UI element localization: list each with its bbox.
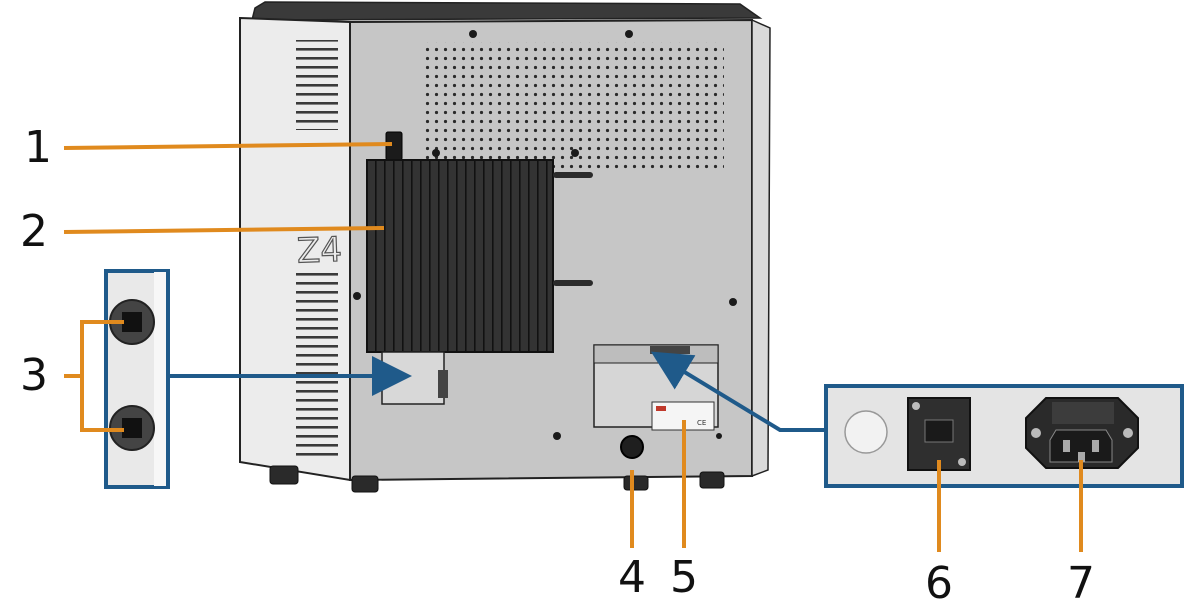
power-inlet-screw-right (1123, 428, 1133, 438)
callout-2: 2 (20, 206, 48, 257)
callout-7: 7 (1067, 558, 1095, 609)
side-model-mark: Z4 (296, 230, 342, 272)
leader-2 (63, 226, 385, 234)
power-inlet-pin-left (1063, 440, 1070, 452)
device-rear-view: Z4 (239, 1, 771, 493)
ethernet-socket (924, 419, 954, 443)
rating-label-ce-mark: CE (697, 419, 706, 427)
antenna-upper (553, 172, 593, 178)
power-inlet-screw-left (1031, 428, 1041, 438)
network-port-lower-socket (122, 418, 142, 438)
device-top-lid (251, 1, 763, 21)
side-vent-lower (296, 270, 338, 460)
device-right-edge (751, 18, 771, 478)
callout-4: 4 (618, 552, 646, 603)
device-feet (269, 465, 725, 493)
ethernet-screw-top (912, 402, 920, 410)
callout-6: 6 (925, 558, 953, 609)
connector-panel-plug (650, 346, 690, 354)
blank-plug (844, 410, 888, 454)
power-inlet-socket (1049, 429, 1113, 463)
side-vent-upper (296, 40, 338, 130)
round-connector (620, 435, 644, 459)
detail-left-edge (154, 272, 166, 486)
network-port-upper-socket (122, 312, 142, 332)
power-inlet-pin-right (1092, 440, 1099, 452)
detail-right-arrow (650, 351, 826, 432)
antenna-lower (553, 280, 593, 286)
leader-1 (63, 142, 393, 150)
callout-3: 3 (20, 350, 48, 401)
callout-1: 1 (24, 122, 52, 173)
ethernet-screw-bottom (958, 458, 966, 466)
power-inlet-fuse-drawer (1052, 402, 1114, 424)
leader-lines (63, 142, 1083, 552)
detail-panel-right (650, 351, 1184, 488)
rating-label-logo (656, 406, 666, 411)
detail-panel-left (104, 269, 412, 489)
callout-5: 5 (670, 552, 698, 603)
rear-screws (353, 30, 737, 440)
leader-3-bracket (80, 320, 124, 432)
port-cover-latch (438, 370, 448, 398)
power-inlet-pin-earth (1078, 452, 1085, 462)
heat-sink-module (366, 159, 554, 353)
